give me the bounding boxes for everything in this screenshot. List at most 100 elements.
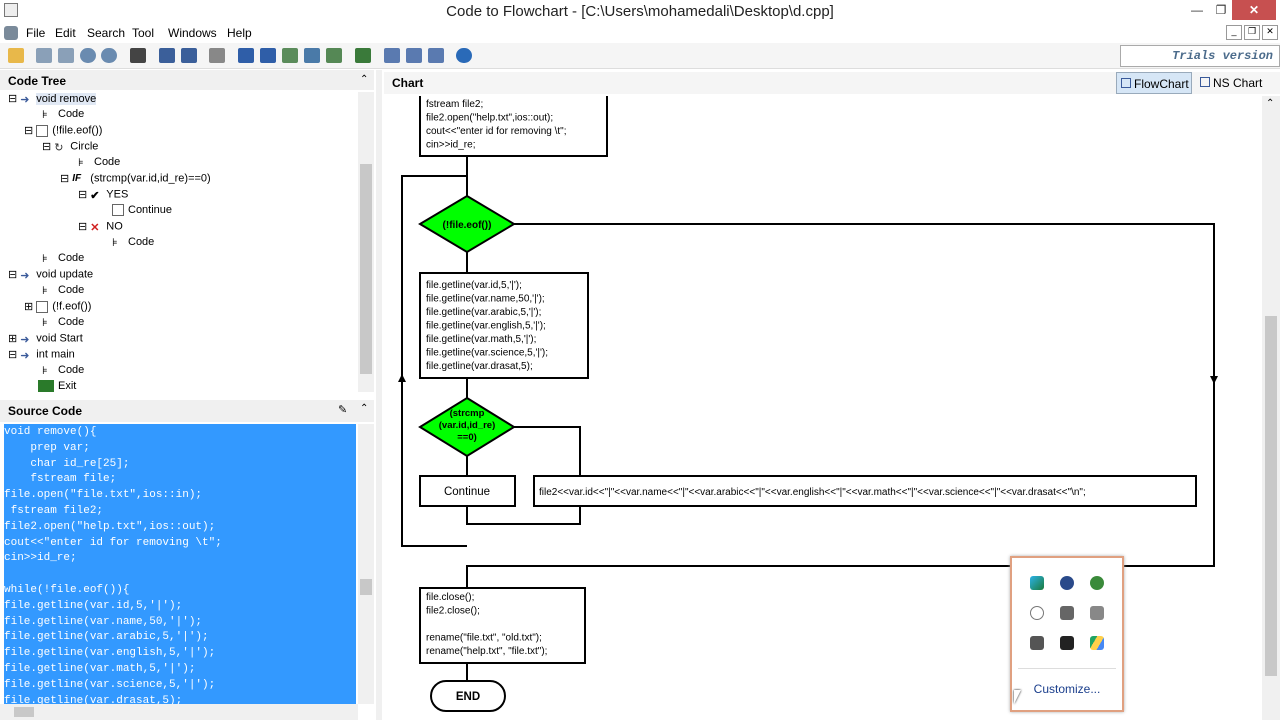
customize-link[interactable]: Customize...	[1033, 682, 1101, 696]
source-line[interactable]: file.getline(var.science,5,'|');	[4, 678, 216, 691]
code-tree-scrollbar[interactable]	[358, 92, 374, 392]
output-block[interactable]	[533, 475, 1197, 507]
tree-toggle-icon[interactable]: ⊟	[78, 189, 88, 201]
monitor-icon[interactable]	[1060, 636, 1074, 650]
tree-item[interactable]: ⊟ IF(strcmp(var.id,id_re)==0)	[60, 172, 211, 186]
end-terminal[interactable]	[430, 680, 506, 712]
cloud-icon[interactable]	[1030, 606, 1044, 620]
source-line[interactable]: file.getline(var.math,5,'|');	[4, 662, 196, 675]
source-code-collapse-icon[interactable]: ⌃	[360, 403, 369, 414]
tree-item[interactable]: ⊧Code	[112, 236, 155, 250]
print-icon[interactable]	[209, 48, 225, 63]
panel-splitter[interactable]	[376, 70, 382, 720]
minimize-button[interactable]: —	[1191, 3, 1203, 17]
help-icon[interactable]	[456, 48, 472, 63]
open-icon[interactable]	[8, 48, 24, 63]
google-drive-icon[interactable]	[1090, 636, 1104, 650]
globe-icon[interactable]	[1090, 576, 1104, 590]
layout-horizontal-icon[interactable]	[406, 48, 422, 63]
tree-item[interactable]: Exit	[38, 380, 76, 395]
source-line[interactable]: cin>>id_re;	[4, 552, 77, 565]
collapse-icon[interactable]	[58, 48, 74, 63]
tree-item[interactable]: ⊧Code	[42, 108, 85, 122]
export-word2-icon[interactable]	[260, 48, 276, 63]
source-line[interactable]: file.getline(var.id,5,'|');	[4, 599, 183, 612]
tree-item[interactable]: ⊧Code	[78, 156, 121, 170]
source-scrollbar[interactable]	[358, 424, 374, 704]
code-tree-scroll-thumb[interactable]	[360, 164, 372, 374]
chart-scrollbar[interactable]: ⌃	[1262, 96, 1280, 720]
getline-block[interactable]	[419, 272, 589, 379]
source-line[interactable]: prep var;	[4, 441, 90, 454]
export-icon[interactable]	[304, 48, 320, 63]
mdi-restore-button[interactable]: ❐	[1244, 25, 1260, 40]
source-scroll-thumb[interactable]	[360, 579, 372, 595]
source-hscroll-thumb[interactable]	[14, 707, 34, 717]
zoom-out-icon[interactable]	[101, 48, 117, 63]
maximize-button[interactable]: ❐	[1215, 3, 1227, 17]
menu-file[interactable]: File	[26, 26, 46, 40]
menu-help[interactable]: Help	[227, 26, 252, 40]
tree-item[interactable]: ⊟ (!file.eof())	[24, 124, 103, 137]
source-line[interactable]: file.open("file.txt",ios::in);	[4, 489, 203, 502]
tab-flowchart[interactable]: FlowChart	[1116, 72, 1192, 94]
tree-toggle-icon[interactable]: ⊟	[24, 125, 34, 137]
tree-item[interactable]: ⊞ (!f.eof())	[24, 300, 92, 313]
scroll-up-icon[interactable]: ⌃	[1266, 98, 1275, 109]
close-block[interactable]	[419, 587, 586, 664]
expand-icon[interactable]	[36, 48, 52, 63]
top-process-block[interactable]	[419, 96, 608, 157]
source-line[interactable]: void remove(){	[4, 426, 97, 438]
source-line[interactable]: while(!file.eof()){	[4, 583, 130, 596]
source-line[interactable]: file.getline(var.arabic,5,'|');	[4, 631, 209, 644]
flowchart-canvas[interactable]: fstream file2;file2.open("help.txt",ios:…	[384, 96, 1262, 720]
tree-item[interactable]: ⊧Code	[42, 364, 85, 378]
export-image-icon[interactable]	[282, 48, 298, 63]
display-icon[interactable]	[1060, 606, 1074, 620]
menu-search[interactable]: Search	[87, 26, 126, 40]
save-icon[interactable]	[159, 48, 175, 63]
source-line[interactable]: fstream file2;	[4, 504, 104, 517]
layout-icon[interactable]	[384, 48, 400, 63]
menu-edit[interactable]: Edit	[55, 26, 76, 40]
pin-icon[interactable]: ✎	[338, 404, 348, 416]
bluetooth-icon[interactable]	[1060, 576, 1074, 590]
layout-vertical-icon[interactable]	[428, 48, 444, 63]
source-line[interactable]: file2.open("help.txt",ios::out);	[4, 520, 216, 533]
device-icon[interactable]	[1090, 606, 1104, 620]
tree-toggle-icon[interactable]: ⊟	[78, 221, 88, 233]
tree-toggle-icon[interactable]: ⊟	[8, 349, 18, 361]
tree-toggle-icon[interactable]: ⊟	[8, 269, 18, 281]
code-tree-collapse-icon[interactable]: ⌃	[360, 74, 369, 85]
menu-app-icon[interactable]	[4, 26, 18, 40]
source-line[interactable]: file.getline(var.drasat,5);	[4, 694, 183, 704]
tree-item[interactable]: ⊟ ↻Circle	[42, 140, 99, 154]
tree-toggle-icon[interactable]: ⊟	[60, 173, 70, 185]
tree-item[interactable]: ⊧Code	[42, 252, 85, 266]
app-tray-icon[interactable]	[1030, 636, 1044, 650]
close-button[interactable]: ✕	[1232, 0, 1276, 20]
chart-scroll-thumb[interactable]	[1265, 316, 1277, 676]
tree-toggle-icon[interactable]: ⊟	[8, 93, 18, 105]
tree-toggle-icon[interactable]: ⊞	[24, 301, 34, 313]
tree-toggle-icon[interactable]: ⊟	[42, 141, 52, 153]
source-line[interactable]: file.getline(var.name,50,'|');	[4, 615, 203, 628]
menu-tool[interactable]: Tool	[132, 26, 155, 40]
tree-item[interactable]: ⊟ ➜int main	[8, 348, 75, 362]
tools-icon[interactable]	[355, 48, 371, 63]
source-line[interactable]: file.getline(var.english,5,'|');	[4, 647, 216, 660]
source-code-editor[interactable]: void remove(){ prep var; char id_re[25];…	[4, 424, 356, 704]
tree-item[interactable]: ⊟ ➜void remove	[8, 92, 97, 106]
tree-toggle-icon[interactable]: ⊞	[8, 333, 18, 345]
tree-item[interactable]: ⊟ ✕NO	[78, 220, 123, 234]
source-hscrollbar[interactable]	[0, 704, 358, 720]
tree-item[interactable]: ⊧Code	[42, 284, 85, 298]
tree-item[interactable]: ⊟ ➜void update	[8, 268, 94, 282]
mdi-close-button[interactable]: ✕	[1262, 25, 1278, 40]
tree-item[interactable]: Continue	[112, 204, 172, 220]
save-all-icon[interactable]	[181, 48, 197, 63]
menu-windows[interactable]: Windows	[168, 26, 217, 40]
source-line[interactable]: fstream file;	[4, 473, 117, 486]
source-line[interactable]: cout<<"enter id for removing \t";	[4, 536, 222, 549]
app-icon[interactable]	[4, 3, 18, 17]
